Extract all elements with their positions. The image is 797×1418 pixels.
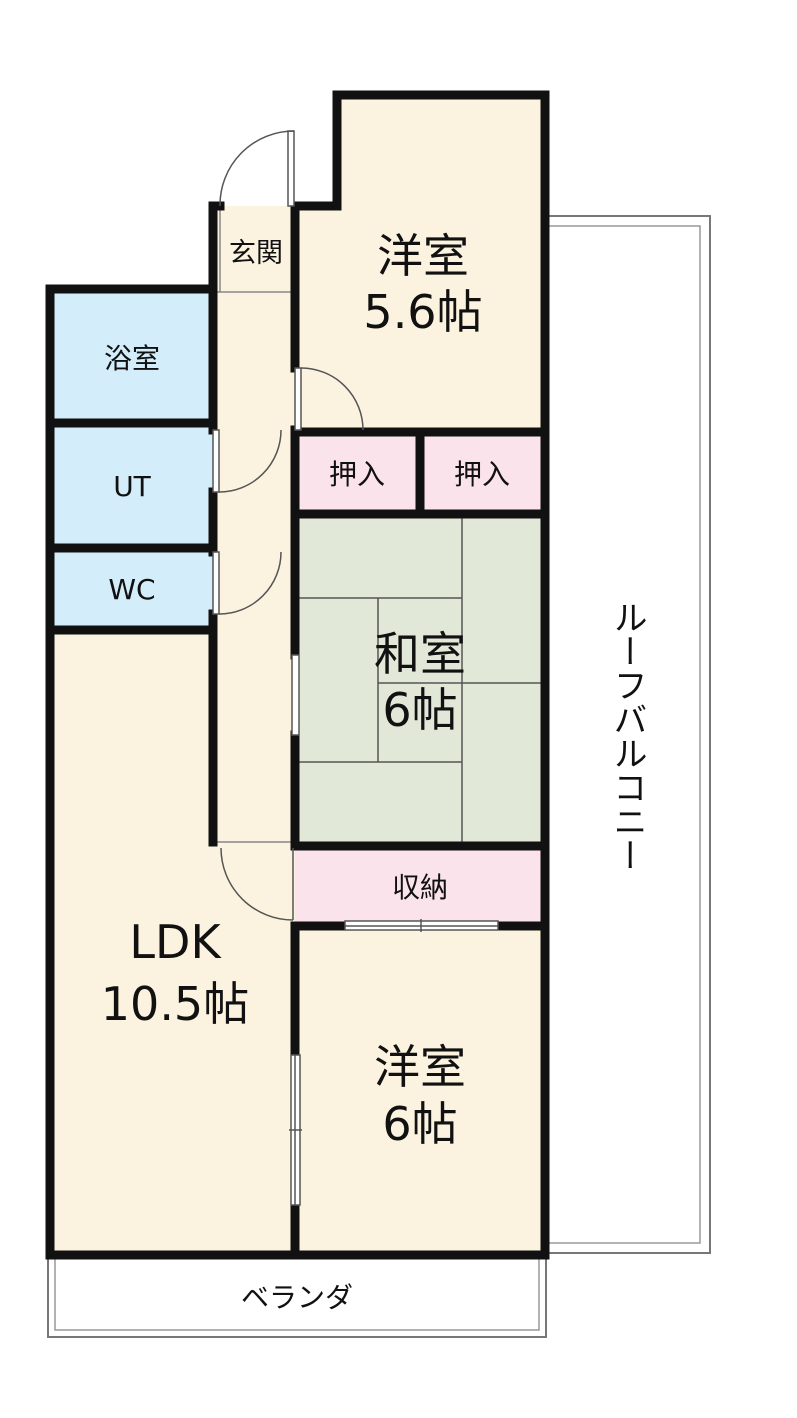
tatami-lines (295, 514, 545, 846)
closet-a-area (295, 432, 420, 514)
western-room-south (295, 926, 545, 1255)
western-north-name: 洋室 (377, 229, 469, 283)
japanese-name: 和室 (374, 627, 466, 681)
veranda (47, 1254, 547, 1338)
western-room-north (295, 95, 545, 432)
ldk-size: 10.5帖 (101, 977, 249, 1031)
entrance-area (213, 206, 295, 292)
ldk-room (50, 630, 295, 1255)
thin-partitions (217, 206, 295, 843)
storage-area (295, 846, 545, 926)
toilet-room (50, 548, 213, 630)
storage-label: 収納 (392, 871, 448, 904)
closet-a-label: 押入 (329, 458, 385, 491)
roof-balcony-label-group: ルーフバルコニー (607, 600, 647, 872)
bath-label: 浴室 (104, 342, 160, 375)
hallway (213, 292, 295, 842)
japanese-room (295, 514, 545, 846)
room-labels: 洋室 5.6帖 玄関 浴室 UT WC 押入 押入 和室 6帖 収納 LDK 1… (101, 229, 510, 1314)
roof-balcony-label: ルーフバルコニー (607, 600, 647, 872)
ldk-name: LDK (129, 915, 222, 969)
closet-b-area (420, 432, 545, 514)
wc-label: WC (108, 573, 155, 606)
walls (45, 90, 550, 1260)
western-south-size: 6帖 (382, 1097, 457, 1151)
closet-b-label: 押入 (454, 458, 510, 491)
veranda-label: ベランダ (241, 1281, 353, 1314)
entrance-label: 玄関 (229, 238, 283, 269)
roof-balcony (544, 215, 711, 1254)
bathroom (50, 289, 213, 423)
western-south-name: 洋室 (374, 1040, 466, 1094)
japanese-size: 6帖 (382, 683, 457, 737)
western-north-size: 5.6帖 (363, 285, 482, 339)
doors (212, 130, 499, 1206)
utility-room (50, 423, 213, 548)
ut-label: UT (113, 470, 151, 503)
